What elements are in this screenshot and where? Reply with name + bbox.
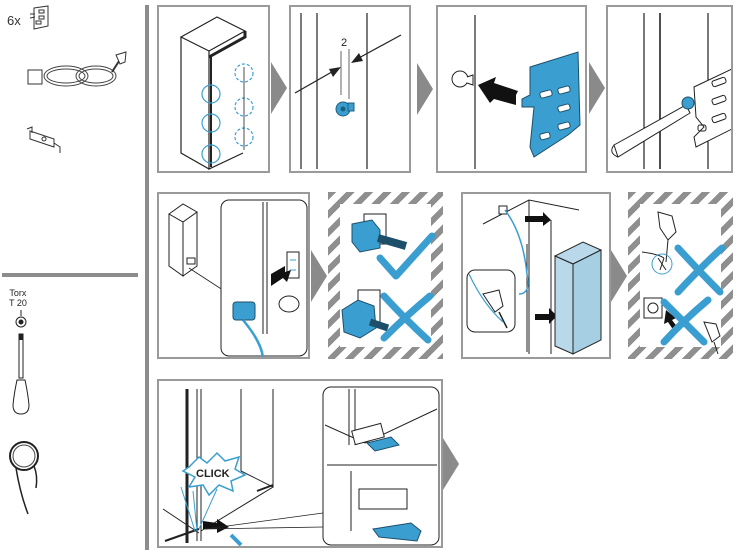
next-step-arrow <box>271 62 287 114</box>
step-1-panel <box>157 5 270 173</box>
next-step-arrow <box>589 62 605 114</box>
torx-label-line1: Torx <box>9 288 27 298</box>
cross-icon <box>380 292 434 344</box>
appliance-hinge-points-illustration <box>179 16 254 170</box>
door-clip-click-illustration <box>162 386 440 546</box>
plug-correct-icon <box>351 213 408 253</box>
checkmark-icon <box>376 232 436 280</box>
power-cable-icon <box>27 51 127 87</box>
step-3-panel <box>436 5 587 173</box>
plug-cable-damage-icon <box>641 211 677 275</box>
click-sound-label: CLICK <box>196 468 230 480</box>
step-7-panel: CLICK <box>157 379 443 548</box>
step-2-panel: 2 <box>289 5 411 173</box>
distance-label: 2 <box>341 37 348 49</box>
plug-icon <box>703 321 721 355</box>
torx-label: Torx T 20 <box>9 288 27 308</box>
cable-warning-panel <box>628 192 733 359</box>
cross-icon <box>674 244 726 296</box>
next-step-arrow <box>443 438 459 490</box>
plug-incorrect-icon <box>341 289 390 339</box>
next-step-arrow <box>311 250 327 302</box>
step-5-panel <box>157 192 310 359</box>
connect-power-cable-illustration <box>168 199 308 357</box>
column-divider <box>145 5 149 550</box>
torx-label-line2: T 20 <box>9 298 27 308</box>
mounting-bracket-icon <box>29 5 49 30</box>
torx-screwdriver-icon <box>12 310 30 415</box>
cross-icon <box>660 296 712 346</box>
plug-correct-incorrect-panel <box>328 192 443 359</box>
screw-bracket-illustration <box>611 13 731 169</box>
section-divider <box>2 273 138 277</box>
next-step-arrow <box>611 250 627 302</box>
attach-bracket-illustration <box>451 15 581 169</box>
step-6-panel <box>461 192 611 359</box>
socket-icon <box>643 297 678 328</box>
door-clip-icon <box>26 126 61 153</box>
step-4-panel <box>606 5 733 173</box>
next-step-arrow <box>417 63 433 115</box>
cable-coil-icon <box>9 441 39 515</box>
slide-appliance-in-illustration <box>466 199 603 355</box>
screw-distance-illustration <box>294 13 402 169</box>
bracket-quantity: 6x <box>7 13 21 28</box>
